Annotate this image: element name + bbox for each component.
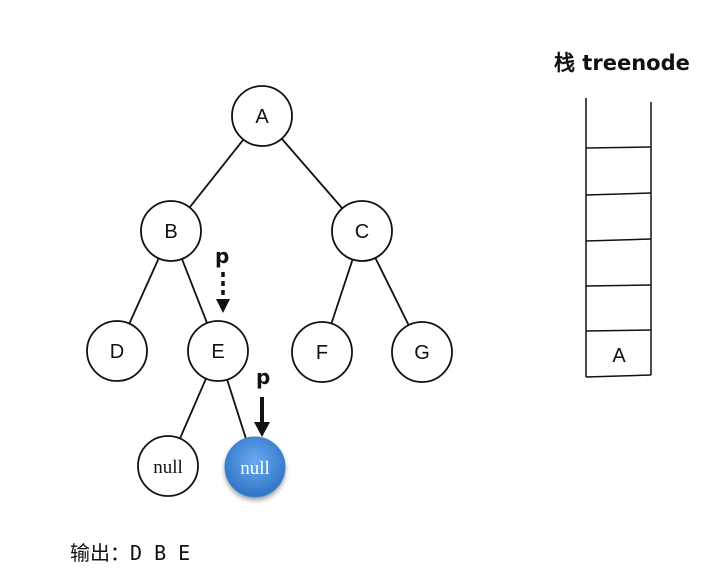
pointer-arrowhead xyxy=(216,299,230,313)
stack-title: 栈 treenode xyxy=(554,51,690,75)
tree-node-null1: null xyxy=(137,435,199,497)
node-label: A xyxy=(255,106,269,128)
stack-divider xyxy=(585,192,652,196)
node-circle xyxy=(187,320,249,382)
pointer-arrowhead xyxy=(254,422,270,437)
pointer-p-solid: p xyxy=(254,365,270,437)
node-circle xyxy=(391,321,453,383)
node-circle xyxy=(231,85,293,147)
stack-item: A xyxy=(612,345,626,367)
tree-edge-A-B xyxy=(188,138,245,209)
node-circle xyxy=(140,200,202,262)
tree-node-F: F xyxy=(291,321,353,383)
tree-edge-C-G xyxy=(374,257,410,326)
node-label: F xyxy=(316,342,328,364)
tree-node-G: G xyxy=(391,321,453,383)
tree-edge-A-C xyxy=(281,138,343,209)
node-circle xyxy=(224,436,286,498)
stack-divider xyxy=(585,284,652,287)
node-circle xyxy=(137,435,199,497)
stack-items: A xyxy=(612,345,626,367)
stack-divider xyxy=(585,374,652,378)
tree-edge-C-F xyxy=(330,259,354,324)
node-circle xyxy=(331,200,393,262)
tree-edge-E-null2 xyxy=(226,379,247,439)
tree-node-A: A xyxy=(231,85,293,147)
node-label: E xyxy=(211,341,224,363)
tree-node-C: C xyxy=(331,200,393,262)
pointer-p-dashed: p xyxy=(215,244,230,313)
tree-edges xyxy=(128,138,410,439)
tree-edge-B-D xyxy=(128,257,160,325)
node-circle xyxy=(291,321,353,383)
tree-node-B: B xyxy=(140,200,202,262)
node-label: B xyxy=(164,221,177,243)
tree-edge-E-null1 xyxy=(179,378,207,439)
node-label: D xyxy=(110,341,124,363)
tree-edge-B-E xyxy=(181,258,208,324)
node-label: C xyxy=(355,221,369,243)
node-label: null xyxy=(153,457,183,478)
tree-node-null2: null xyxy=(224,436,286,498)
pointer-label: p xyxy=(256,365,270,389)
stack-divider xyxy=(585,146,652,149)
stack-divider xyxy=(585,329,652,332)
node-label: null xyxy=(240,458,270,479)
node-label: G xyxy=(414,342,430,364)
tree-node-D: D xyxy=(86,320,148,382)
stack: 栈 treenode A xyxy=(554,51,690,378)
output-text: 输出：D B E xyxy=(70,541,190,565)
stack-dividers xyxy=(585,146,652,378)
pointer-label: p xyxy=(215,244,229,268)
node-circle xyxy=(86,320,148,382)
stack-divider xyxy=(585,238,652,242)
tree-node-E: E xyxy=(187,320,249,382)
